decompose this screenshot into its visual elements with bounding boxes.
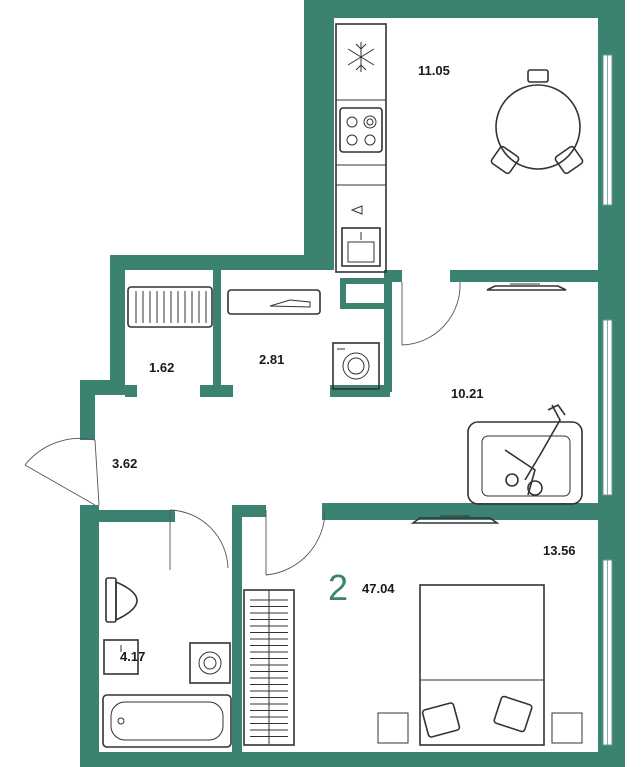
bath-washing-machine-icon xyxy=(189,642,231,684)
sofa-icon xyxy=(467,403,583,505)
radiator-icon xyxy=(127,286,213,328)
hall-area-label: 3.62 xyxy=(112,456,137,471)
laundry-area-label: 2.81 xyxy=(259,352,284,367)
wardrobe-icon xyxy=(243,589,295,746)
kitchen-area-label: 11.05 xyxy=(418,63,450,78)
bathroom-area-label: 4.17 xyxy=(120,649,145,664)
living-area-label: 10.21 xyxy=(451,386,484,401)
ironing-board-icon xyxy=(227,289,321,315)
sink-icon xyxy=(103,639,139,675)
rooms-count-label: 2 xyxy=(328,567,348,608)
bed-icon xyxy=(377,584,583,746)
kitchen-sink-icon xyxy=(341,227,381,267)
kitchen-counter xyxy=(335,23,387,273)
toilet-icon xyxy=(105,577,138,623)
storage-area-label: 1.62 xyxy=(149,360,174,375)
washing-machine-icon xyxy=(332,342,380,390)
dining-table-icon xyxy=(490,69,584,175)
stove-icon xyxy=(339,107,383,153)
doors xyxy=(24,281,461,576)
total-area-label: 47.04 xyxy=(362,581,395,596)
bedroom-tv-icon xyxy=(410,515,500,524)
bedroom-area-label: 13.56 xyxy=(543,543,576,558)
bathtub-icon xyxy=(102,694,232,748)
tv-icon xyxy=(486,283,567,291)
snowflake-icon xyxy=(347,42,375,72)
windows xyxy=(602,54,613,746)
faucet-icon xyxy=(350,205,363,215)
